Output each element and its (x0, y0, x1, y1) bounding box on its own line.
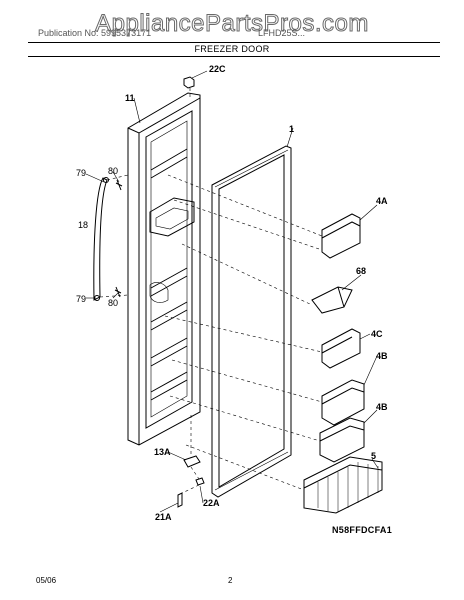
part-label-79-top: 79 (76, 168, 86, 178)
part-label-1: 1 (289, 124, 294, 134)
hinge-bracket-13A (183, 455, 201, 468)
drawing-code: N58FFDCFA1 (332, 525, 393, 535)
bushing-22A (195, 477, 205, 486)
model-number: LFHD25S... (258, 28, 306, 38)
door-basket-5 (303, 456, 383, 514)
hinge-cap (183, 76, 195, 89)
part-label-4B-lower: 4B (376, 402, 388, 412)
part-label-21A: 21A (155, 512, 172, 522)
part-label-68: 68 (356, 266, 366, 276)
header-rule-top (28, 42, 440, 43)
publication-number: Publication No: 5995373171 (38, 28, 152, 38)
part-label-79-bottom: 79 (76, 294, 86, 304)
part-label-13A: 13A (154, 447, 171, 457)
door-panel-edge (127, 97, 201, 134)
handle-screw-top (115, 179, 123, 191)
liner-bin-1 (150, 148, 188, 179)
part-label-5: 5 (371, 451, 376, 461)
part-label-18: 18 (78, 220, 88, 230)
door-bin-4B-lower (319, 417, 365, 463)
header-rule-bottom (28, 56, 440, 57)
page-number: 2 (228, 576, 233, 585)
page-title: FREEZER DOOR (194, 44, 270, 54)
footer-date: 05/06 (36, 576, 57, 585)
watermark: AppliancePartsPros.com (95, 10, 369, 38)
hinge-pin-21A (177, 492, 183, 508)
part-label-22A: 22A (203, 498, 220, 508)
part-label-4A: 4A (376, 196, 388, 206)
part-label-22C: 22C (209, 64, 226, 74)
door-bin-4A (321, 213, 361, 259)
door-gasket (211, 145, 292, 498)
door-liner (145, 110, 193, 429)
part-label-80-top: 80 (108, 166, 118, 176)
door-bin-4C (321, 328, 361, 369)
part-label-80-bottom: 80 (108, 298, 118, 308)
liner-bin-4 (150, 337, 188, 367)
part-label-11: 11 (125, 93, 135, 103)
door-panel (127, 92, 201, 446)
liner-bin-2 (150, 267, 188, 297)
door-handle (93, 177, 108, 301)
liner-bin-5 (150, 371, 188, 401)
part-label-4B-upper: 4B (376, 351, 388, 361)
ice-container-68 (311, 286, 353, 314)
dispenser-housing (149, 197, 195, 237)
liner-bin-3 (150, 301, 188, 331)
part-label-4C: 4C (371, 329, 383, 339)
door-bin-4B-upper (321, 379, 365, 426)
